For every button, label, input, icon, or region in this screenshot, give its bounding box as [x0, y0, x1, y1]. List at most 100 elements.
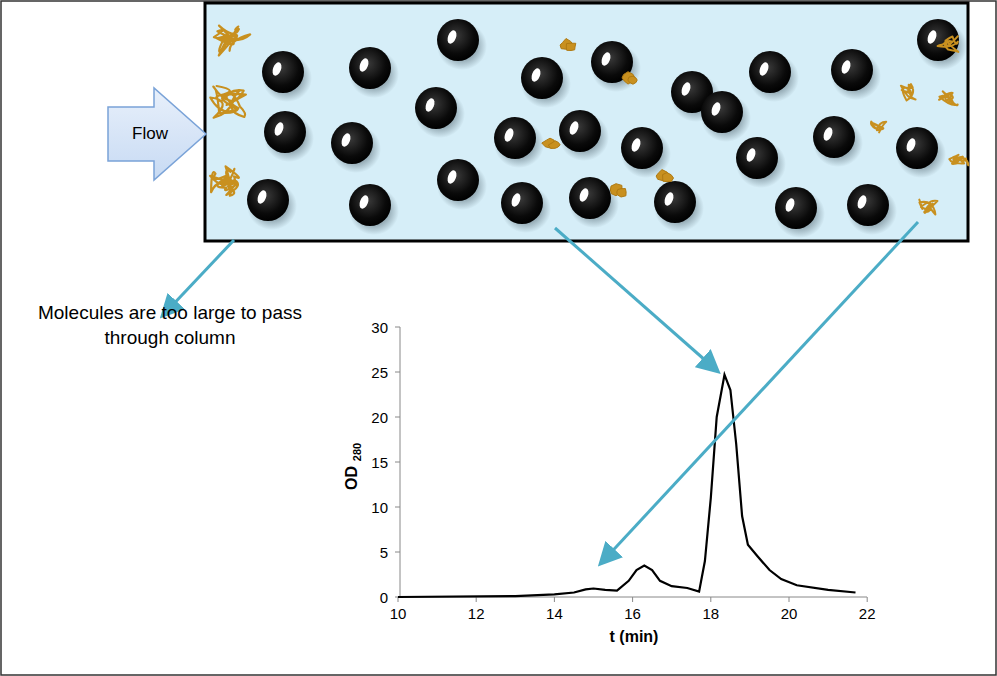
bead: [654, 181, 696, 223]
tick: [789, 597, 790, 602]
bead-highlight: [784, 197, 796, 213]
bead: [349, 184, 391, 226]
chart-axes: [395, 327, 867, 602]
molecule: [210, 86, 246, 118]
molecule: [938, 36, 959, 52]
tick: [395, 372, 400, 373]
bead-highlight: [680, 81, 692, 97]
bead-highlight: [856, 194, 868, 210]
bead: [813, 116, 855, 158]
x-tick-label: 10: [390, 605, 407, 622]
y-tick-label: 0: [380, 589, 388, 606]
bead: [247, 179, 289, 221]
bead-highlight: [758, 61, 770, 77]
bead-highlight: [424, 97, 436, 113]
bead-highlight: [358, 194, 370, 210]
bead: [831, 49, 873, 91]
molecule: [210, 166, 239, 195]
bead: [437, 159, 479, 201]
bead: [749, 51, 791, 93]
bead-highlight: [840, 59, 852, 75]
molecule: [871, 121, 886, 132]
leader-arrows: [166, 222, 918, 560]
bead: [494, 117, 536, 159]
bead-highlight: [510, 192, 522, 208]
bead-highlight: [630, 137, 642, 153]
column: [205, 3, 968, 241]
bead: [501, 182, 543, 224]
tick: [476, 597, 477, 602]
bead-highlight: [745, 147, 757, 163]
x-tick-label: 12: [468, 605, 485, 622]
bead-highlight: [663, 191, 675, 207]
tick: [867, 597, 868, 602]
bead: [621, 127, 663, 169]
leader-arrow: [604, 222, 918, 560]
bead-highlight: [568, 120, 580, 136]
bead-highlight: [340, 132, 352, 148]
y-axis-subscript: 280: [351, 443, 363, 461]
small-molecule: [566, 43, 576, 50]
molecule: [919, 200, 937, 215]
bead: [775, 187, 817, 229]
tick: [395, 417, 400, 418]
y-axis-title: OD: [343, 466, 361, 490]
beads: [247, 19, 967, 238]
bead: [264, 111, 306, 153]
bead-highlight: [530, 67, 542, 83]
bead-highlight: [358, 57, 370, 73]
bead: [349, 47, 391, 89]
molecules: [210, 26, 968, 215]
tick: [395, 462, 400, 463]
bead: [569, 177, 611, 219]
arrow-label: Flow: [132, 124, 168, 144]
tick: [710, 597, 711, 602]
bead-highlight: [710, 101, 722, 117]
x-tick-label: 22: [859, 605, 876, 622]
molecule: [949, 155, 968, 165]
bead: [896, 127, 938, 169]
tick: [632, 597, 633, 602]
bead: [521, 57, 563, 99]
y-tick-label: 10: [371, 499, 388, 516]
molecule: [901, 84, 916, 100]
flow-arrow: Flow: [106, 86, 208, 182]
small-molecule: [617, 189, 626, 197]
arrow-outline: [108, 88, 206, 180]
ticks: [395, 327, 867, 602]
bead: [847, 184, 889, 226]
bead-highlight: [503, 127, 515, 143]
small-molecule: [628, 76, 637, 84]
y-tick-label: 30: [371, 319, 388, 336]
tick: [395, 507, 400, 508]
bead-highlight: [256, 189, 268, 205]
x-tick-label: 20: [781, 605, 798, 622]
chromatogram-curve: [398, 375, 856, 597]
bead-highlight: [273, 121, 285, 137]
y-tick-label: 15: [371, 454, 388, 471]
x-tick-label: 16: [624, 605, 641, 622]
bead: [701, 91, 743, 133]
molecule: [214, 26, 250, 56]
y-tick-label: 20: [371, 409, 388, 426]
x-tick-label: 18: [702, 605, 719, 622]
bead: [331, 122, 373, 164]
callout-note: Molecules are too large to pass through …: [20, 300, 320, 350]
tick: [554, 597, 555, 602]
bead: [415, 87, 457, 129]
bead: [262, 51, 304, 93]
y-tick-label: 5: [380, 544, 388, 561]
bead: [917, 19, 959, 61]
tick: [395, 552, 400, 553]
bead-highlight: [446, 169, 458, 185]
bead-highlight: [600, 51, 612, 67]
bead-highlight: [926, 29, 938, 45]
leader-arrow: [555, 228, 714, 368]
bead: [437, 19, 479, 61]
x-tick-label: 14: [546, 605, 563, 622]
molecule: [939, 91, 958, 105]
bead-highlight: [822, 126, 834, 142]
bead-highlight: [905, 137, 917, 153]
bead-highlight: [578, 187, 590, 203]
